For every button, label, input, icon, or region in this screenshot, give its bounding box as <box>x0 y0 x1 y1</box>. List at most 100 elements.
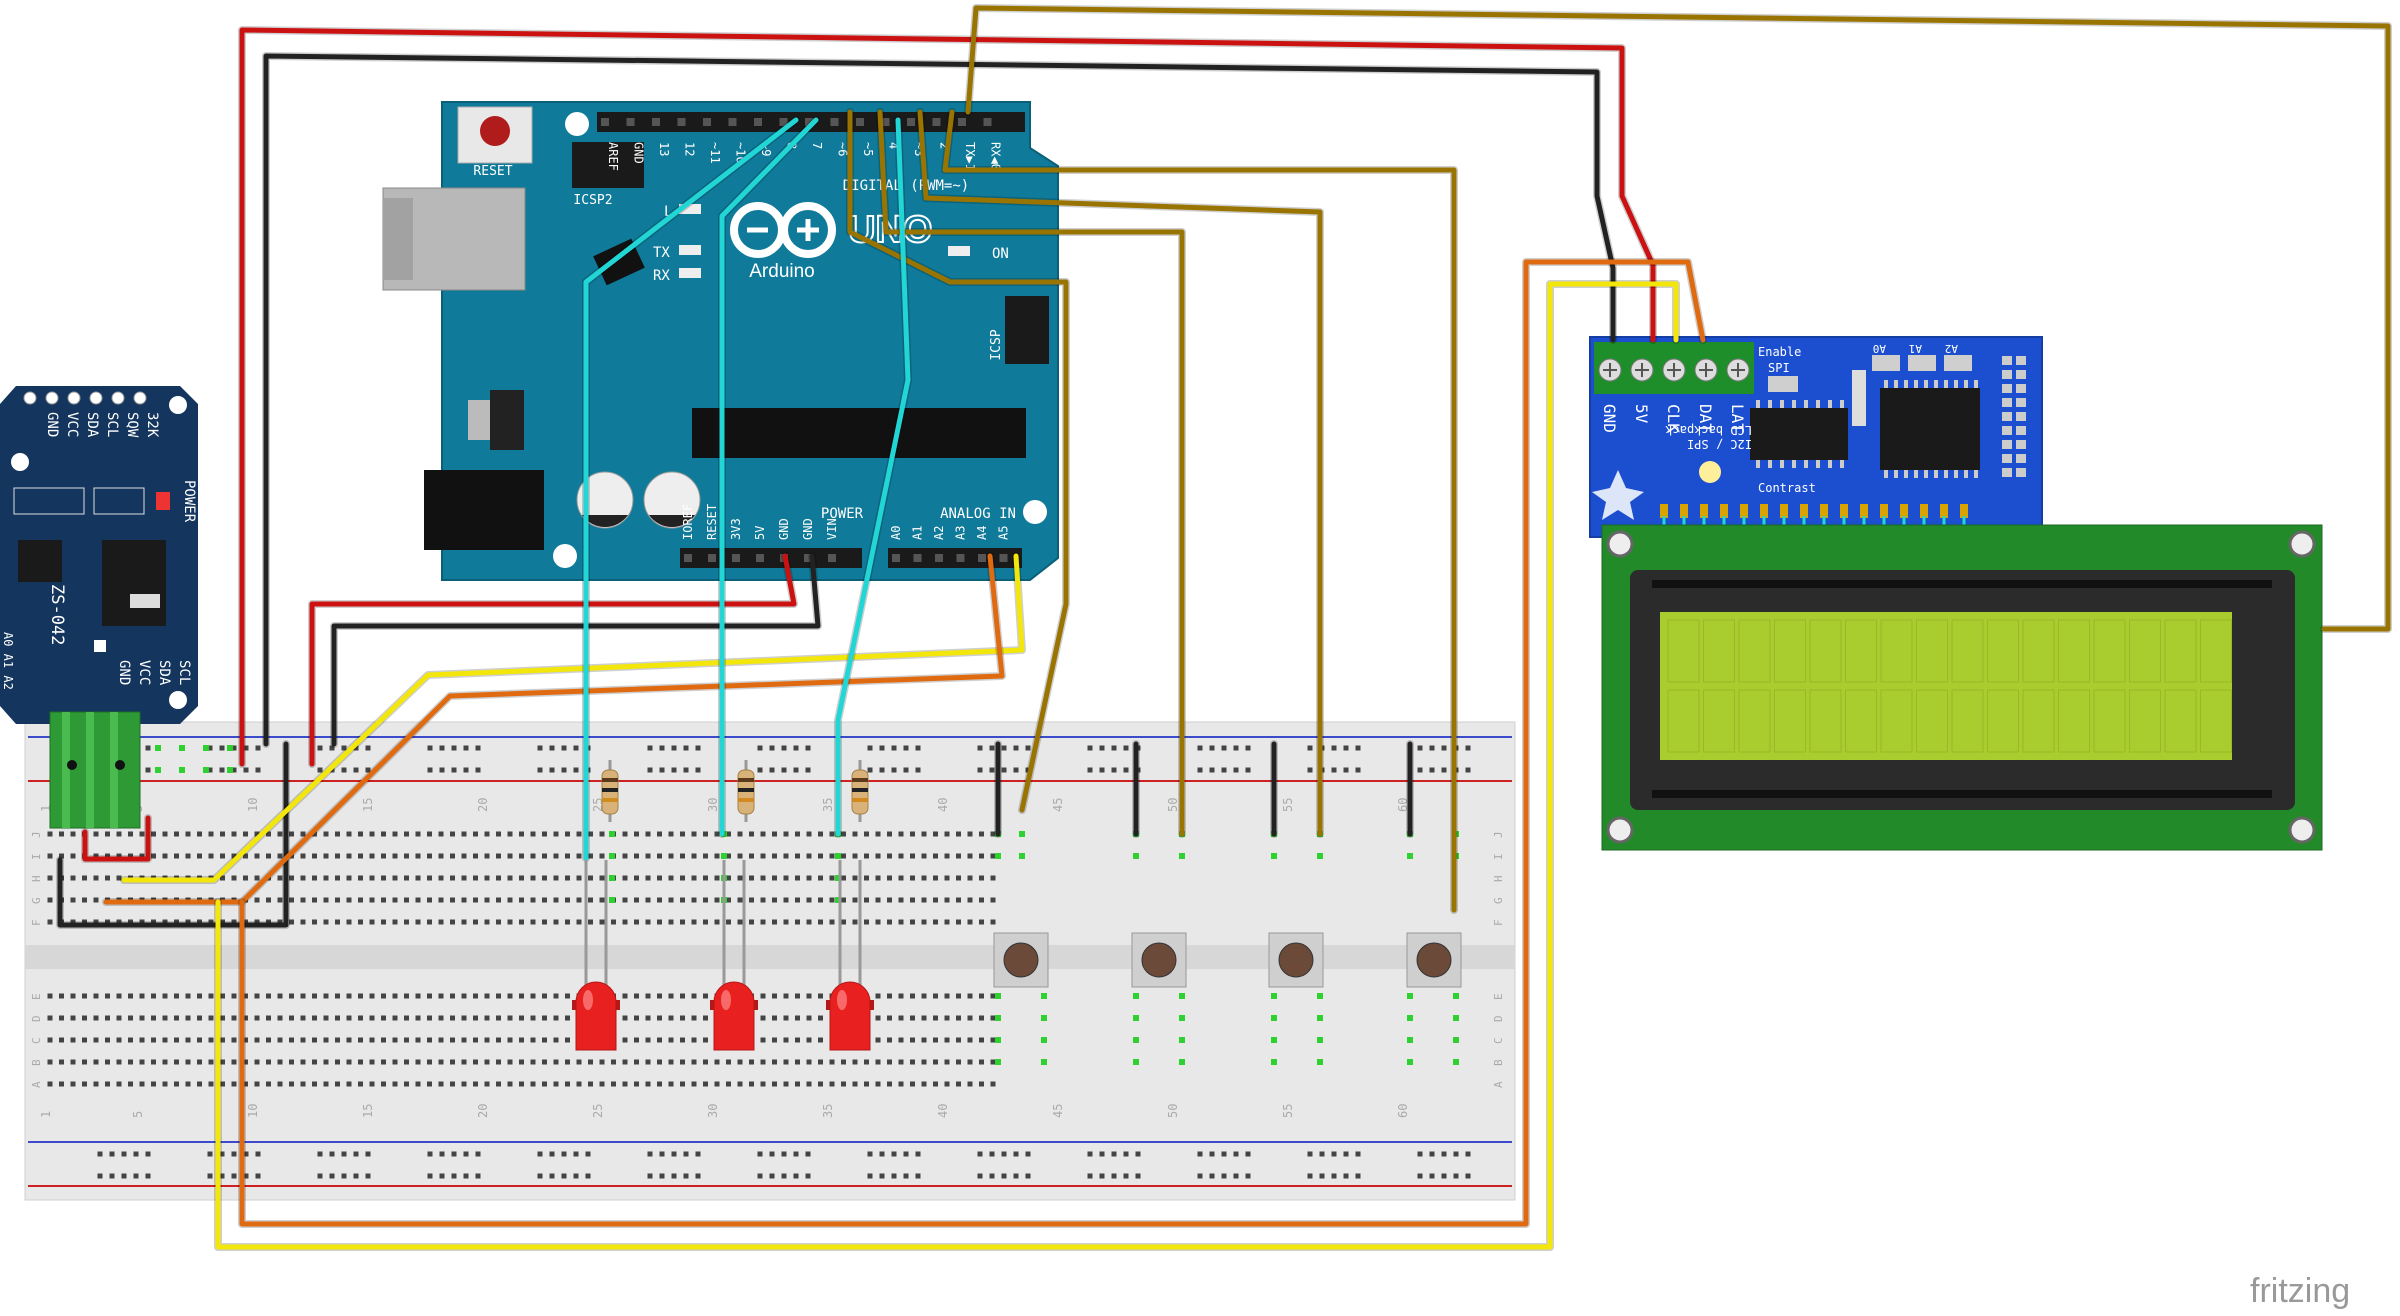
breadboard-hole[interactable] <box>910 831 915 837</box>
breadboard-hole[interactable] <box>737 1081 743 1087</box>
breadboard-hole[interactable] <box>726 875 731 881</box>
breadboard-hole[interactable] <box>542 993 547 999</box>
breadboard-hole[interactable] <box>806 853 812 859</box>
breadboard-hole[interactable] <box>806 993 812 999</box>
breadboard-hole[interactable] <box>369 853 375 859</box>
breadboard-hole[interactable] <box>47 1037 53 1043</box>
rail-hole[interactable] <box>1197 745 1203 751</box>
breadboard-hole[interactable] <box>139 1059 145 1065</box>
breadboard-hole[interactable] <box>703 1081 708 1087</box>
breadboard-hole[interactable] <box>772 993 777 999</box>
rail-hole[interactable] <box>219 767 225 773</box>
rtc-pin-hole[interactable] <box>45 391 59 405</box>
rail-hole[interactable] <box>1135 1151 1141 1157</box>
breadboard-hole[interactable] <box>335 1059 340 1065</box>
breadboard-hole[interactable] <box>852 875 858 881</box>
breadboard-hole[interactable] <box>565 831 570 837</box>
breadboard-hole[interactable] <box>346 919 352 925</box>
breadboard-hole[interactable] <box>519 1059 524 1065</box>
breadboard-hole[interactable] <box>979 897 984 903</box>
breadboard-hole[interactable] <box>220 993 225 999</box>
breadboard-hole[interactable] <box>783 919 789 925</box>
rail-hole[interactable] <box>1001 1173 1007 1179</box>
breadboard-hole[interactable] <box>415 853 421 859</box>
breadboard-hole[interactable] <box>691 897 697 903</box>
breadboard-hole[interactable] <box>300 993 306 999</box>
rail-hole[interactable] <box>757 1151 763 1157</box>
breadboard-hole[interactable] <box>921 993 927 999</box>
breadboard-hole[interactable] <box>887 897 892 903</box>
breadboard-hole[interactable] <box>944 919 950 925</box>
breadboard-hole[interactable] <box>657 875 662 881</box>
rail-hole[interactable] <box>341 1151 347 1157</box>
breadboard-hole[interactable] <box>174 853 179 859</box>
breadboard-hole[interactable] <box>622 1015 628 1021</box>
breadboard-hole[interactable] <box>519 919 524 925</box>
breadboard-hole[interactable] <box>898 853 904 859</box>
rail-hole[interactable] <box>1221 1151 1227 1157</box>
breadboard-hole[interactable] <box>277 853 283 859</box>
breadboard-hole[interactable] <box>450 1081 455 1087</box>
rail-hole[interactable] <box>793 1151 799 1157</box>
breadboard-hole[interactable] <box>438 1037 444 1043</box>
breadboard-hole[interactable] <box>346 831 352 837</box>
breadboard-hole[interactable] <box>473 919 478 925</box>
breadboard-hole[interactable] <box>760 1037 766 1043</box>
breadboard-hole[interactable] <box>82 1081 87 1087</box>
rail-hole[interactable] <box>647 745 653 751</box>
breadboard-hole[interactable] <box>438 831 444 837</box>
breadboard-hole-connected[interactable] <box>179 767 185 773</box>
breadboard-hole[interactable] <box>599 897 605 903</box>
breadboard-hole[interactable] <box>116 875 122 881</box>
breadboard-hole[interactable] <box>392 853 398 859</box>
rail-hole[interactable] <box>475 767 481 773</box>
rail-hole[interactable] <box>475 1151 481 1157</box>
breadboard-hole[interactable] <box>956 853 961 859</box>
rail-hole[interactable] <box>891 767 897 773</box>
rail-hole[interactable] <box>1013 745 1019 751</box>
breadboard-hole[interactable] <box>473 1059 478 1065</box>
breadboard-hole-connected[interactable] <box>1453 1059 1459 1065</box>
breadboard-hole[interactable] <box>484 993 490 999</box>
breadboard-hole[interactable] <box>680 1037 685 1043</box>
breadboard-hole-connected[interactable] <box>203 767 209 773</box>
breadboard-hole[interactable] <box>553 993 559 999</box>
breadboard-hole-connected[interactable] <box>1133 1015 1139 1021</box>
rail-hole[interactable] <box>977 745 983 751</box>
breadboard-hole[interactable] <box>553 919 559 925</box>
breadboard-hole[interactable] <box>484 897 490 903</box>
rail-hole[interactable] <box>427 767 433 773</box>
breadboard-hole[interactable] <box>599 875 605 881</box>
rail-hole[interactable] <box>647 1151 653 1157</box>
breadboard-hole[interactable] <box>450 853 455 859</box>
breadboard-hole[interactable] <box>208 1015 214 1021</box>
breadboard-hole[interactable] <box>806 919 812 925</box>
rail-hole[interactable] <box>793 767 799 773</box>
breadboard-hole[interactable] <box>450 1015 455 1021</box>
breadboard-hole[interactable] <box>208 993 214 999</box>
breadboard-hole[interactable] <box>70 1081 76 1087</box>
breadboard-hole[interactable] <box>381 875 386 881</box>
rail-hole[interactable] <box>1197 1173 1203 1179</box>
rail-hole[interactable] <box>561 767 567 773</box>
breadboard-hole[interactable] <box>657 1081 662 1087</box>
breadboard-hole[interactable] <box>59 1015 64 1021</box>
rail-hole[interactable] <box>695 767 701 773</box>
breadboard-hole[interactable] <box>956 831 961 837</box>
breadboard-hole-connected[interactable] <box>1453 993 1459 999</box>
breadboard-hole[interactable] <box>93 1037 99 1043</box>
breadboard-hole[interactable] <box>300 875 306 881</box>
breadboard-hole[interactable] <box>714 831 720 837</box>
breadboard-hole[interactable] <box>277 831 283 837</box>
breadboard-hole[interactable] <box>484 1081 490 1087</box>
breadboard-hole[interactable] <box>772 919 777 925</box>
breadboard-hole[interactable] <box>668 831 674 837</box>
breadboard-hole[interactable] <box>116 853 122 859</box>
breadboard-hole[interactable] <box>266 831 271 837</box>
breadboard-hole[interactable] <box>680 875 685 881</box>
rail-hole[interactable] <box>1233 1173 1239 1179</box>
rail-hole[interactable] <box>659 767 665 773</box>
breadboard-hole[interactable] <box>335 831 340 837</box>
breadboard-hole[interactable] <box>93 1015 99 1021</box>
breadboard-hole[interactable] <box>749 853 754 859</box>
